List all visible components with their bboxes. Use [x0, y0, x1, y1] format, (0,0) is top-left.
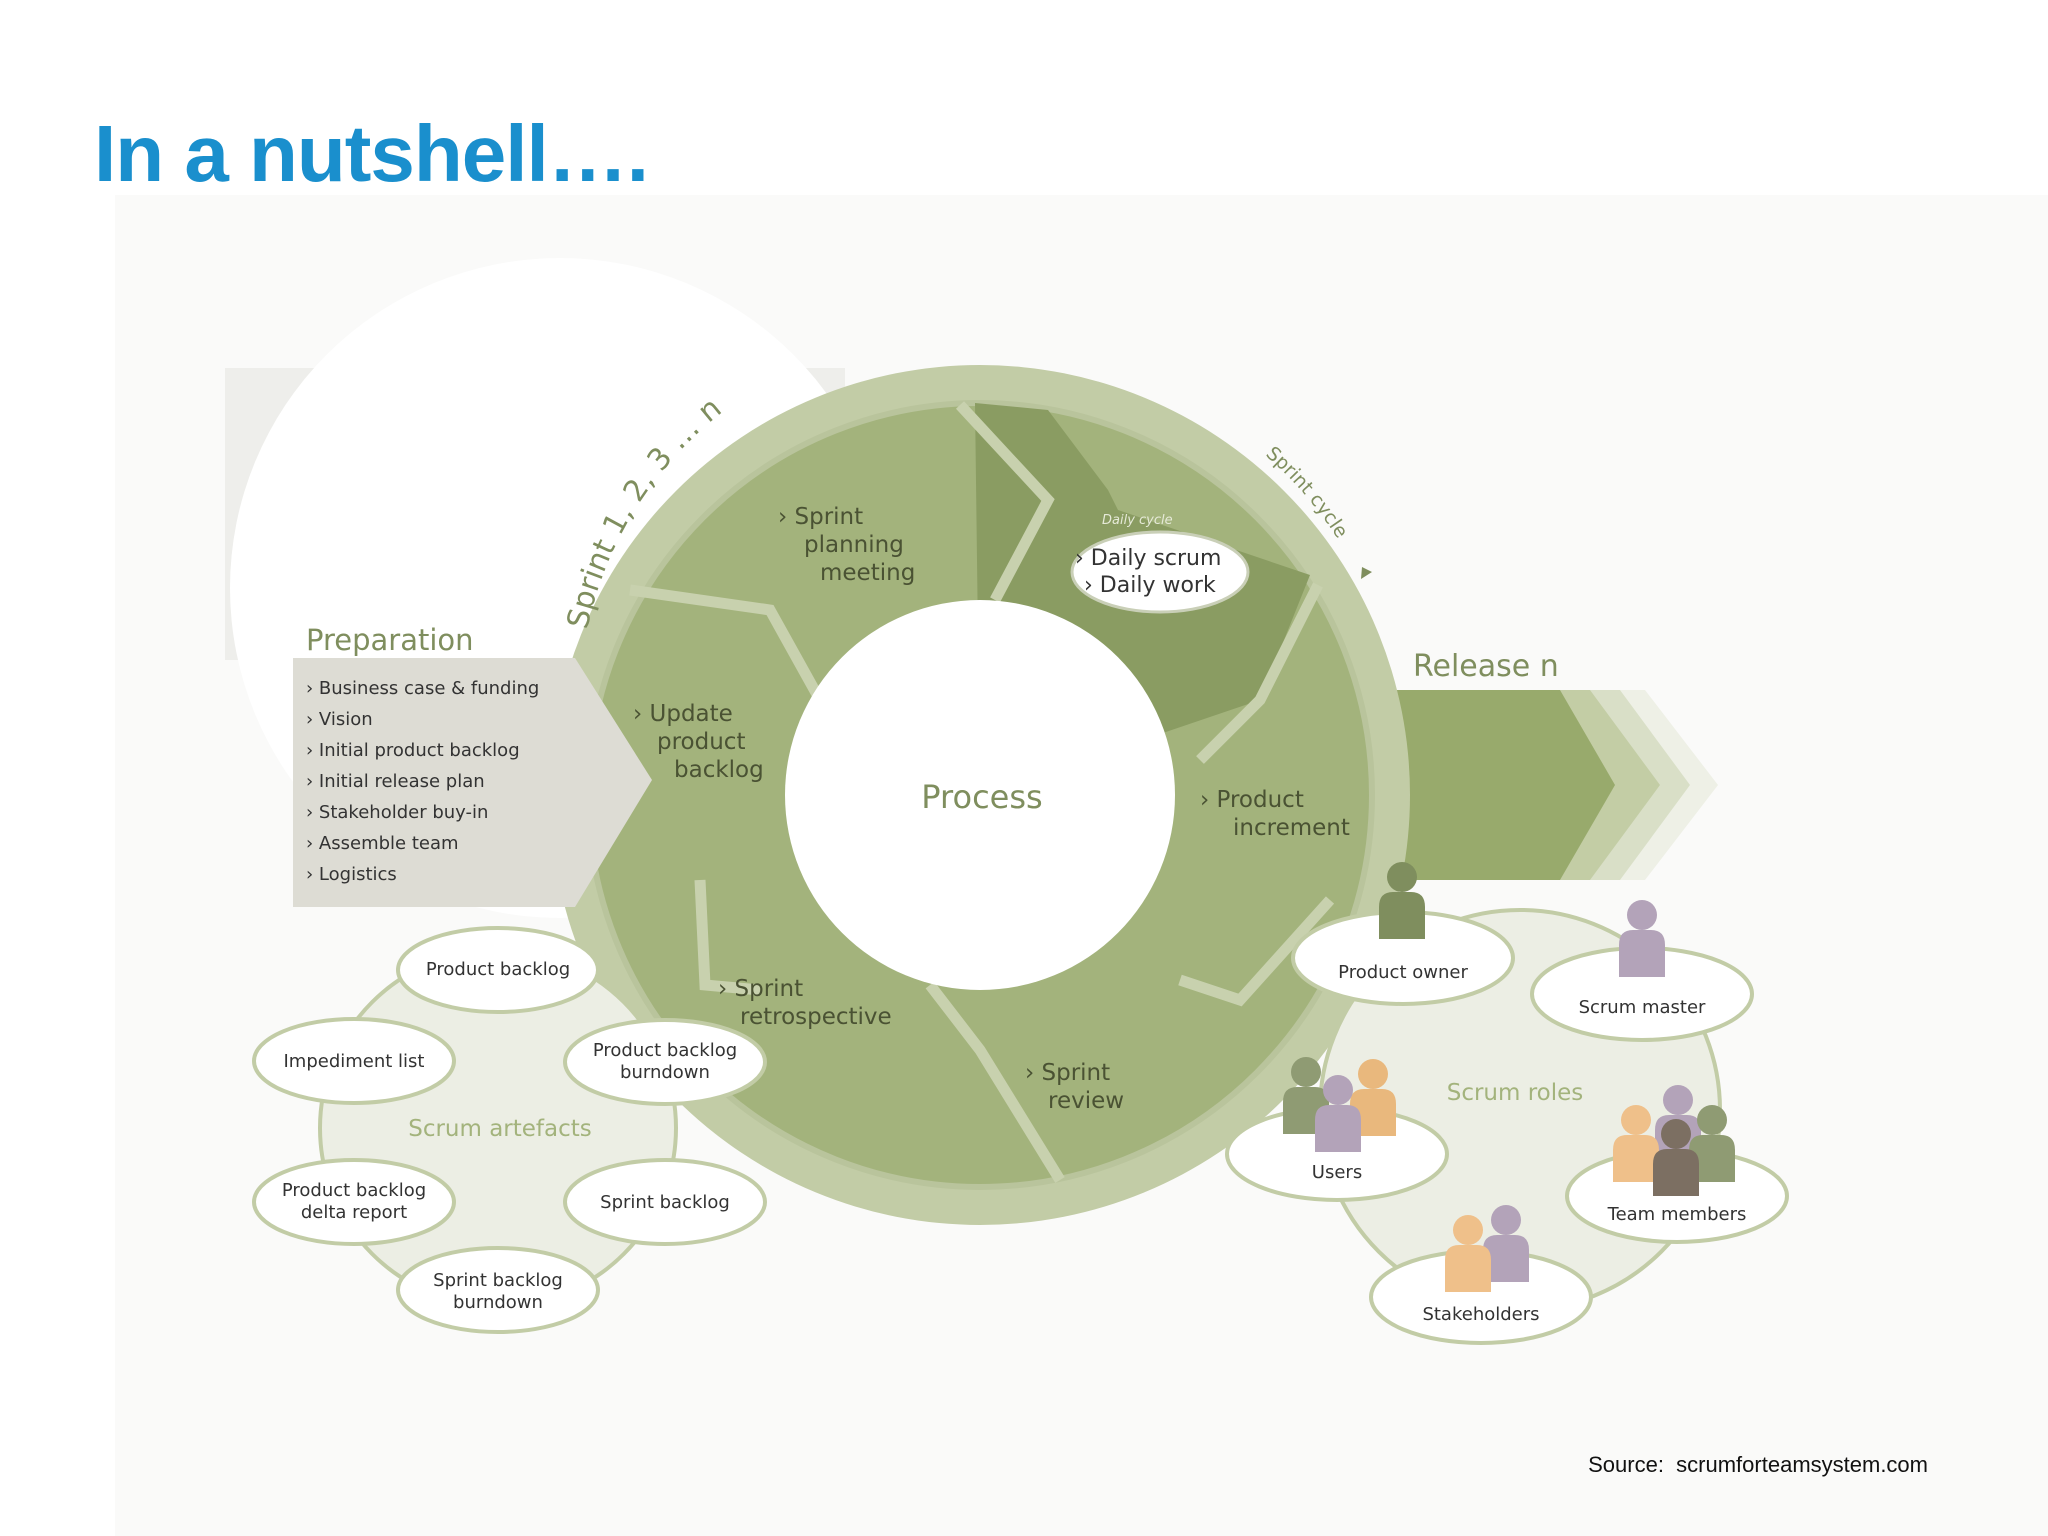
scrum-artefacts-label: Scrum artefacts [408, 1116, 592, 1142]
artefact-sprint-burndown [396, 1246, 600, 1334]
sprint-review-line2: review [1048, 1088, 1124, 1114]
artefact-delta-line1: Product backlog [282, 1180, 426, 1201]
sprint-planning-line3: meeting [820, 560, 915, 586]
scrum-roles-cluster: Scrum roles [1225, 862, 1789, 1345]
sprint-retro-line1: › Sprint [718, 976, 803, 1002]
prep-item-business-case: › Business case & funding [306, 678, 539, 699]
artefact-backlog-burndown [563, 1018, 767, 1106]
artefact-product-backlog-text: Product backlog [426, 959, 570, 980]
process-label: Process [921, 778, 1042, 816]
prep-item-logistics: › Logistics [306, 864, 397, 885]
sprint-review-line1: › Sprint [1025, 1060, 1110, 1086]
daily-work-text: › Daily work [1084, 573, 1216, 598]
artefact-impediment-list-text: Impediment list [283, 1051, 424, 1072]
artefact-burndown-line1: Product backlog [593, 1040, 737, 1061]
daily-scrum-text: › Daily scrum [1075, 546, 1221, 571]
release-label: Release n [1413, 649, 1559, 684]
product-increment-line1: › Product [1200, 787, 1304, 813]
update-backlog-line3: backlog [674, 757, 764, 783]
slide-title: In a nutshell…. [94, 109, 649, 198]
artefact-sprint-burndown-line2: burndown [453, 1292, 543, 1313]
preparation-heading: Preparation [306, 623, 474, 657]
artefact-sprint-backlog [563, 1158, 767, 1246]
role-users-text: Users [1312, 1162, 1362, 1183]
prep-item-stakeholder-buyin: › Stakeholder buy-in [306, 802, 488, 823]
update-backlog-line1: › Update [633, 701, 733, 727]
scrum-roles-label: Scrum roles [1447, 1080, 1584, 1106]
prep-item-release-plan: › Initial release plan [306, 771, 485, 792]
sprint-planning-line2: planning [804, 532, 904, 558]
artefact-impediment-list [252, 1017, 456, 1105]
prep-item-assemble-team: › Assemble team [306, 833, 459, 854]
process-center [785, 600, 1175, 990]
sprint-retro-line2: retrospective [740, 1004, 892, 1030]
role-product-owner-text: Product owner [1338, 962, 1468, 983]
sprint-cycle-arrow-icon [1361, 567, 1372, 579]
artefact-product-backlog [396, 926, 600, 1014]
artefact-burndown-line2: burndown [620, 1062, 710, 1083]
artefact-delta-report [252, 1158, 456, 1246]
product-increment-line2: increment [1233, 815, 1350, 841]
prep-item-vision: › Vision [306, 709, 373, 730]
daily-cycle-label: Daily cycle [1102, 513, 1173, 528]
scrum-artefacts-cluster: Scrum artefacts Product backlog Impedime… [252, 926, 767, 1334]
source-note: Source: scrumforteamsystem.com [1588, 1452, 1928, 1477]
prep-item-initial-backlog: › Initial product backlog [306, 740, 520, 761]
preparation-box [293, 658, 652, 907]
artefact-sprint-burndown-line1: Sprint backlog [433, 1270, 563, 1291]
artefact-sprint-backlog-text: Sprint backlog [600, 1192, 730, 1213]
sprint-planning-line1: › Sprint [778, 504, 863, 530]
daily-cycle-bubble [1070, 530, 1250, 614]
role-stakeholders-text: Stakeholders [1422, 1304, 1539, 1325]
role-team-members-text: Team members [1607, 1204, 1747, 1225]
role-scrum-master-text: Scrum master [1579, 997, 1706, 1018]
update-backlog-line2: product [657, 729, 745, 755]
artefact-delta-line2: delta report [301, 1202, 407, 1223]
